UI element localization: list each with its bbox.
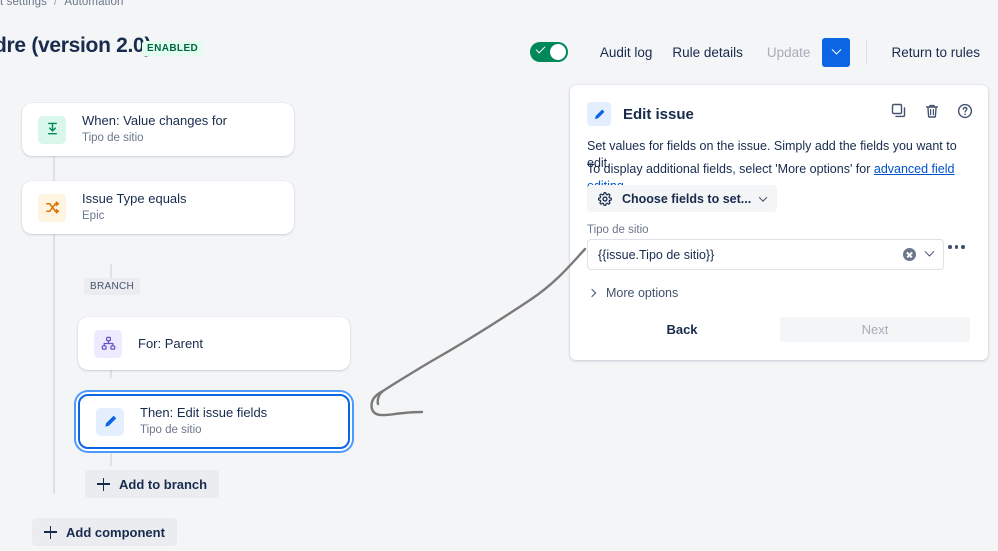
flow-card-subtitle: Epic	[82, 210, 105, 222]
rule-enabled-toggle[interactable]	[529, 42, 568, 62]
more-horizontal-icon[interactable]	[948, 245, 965, 249]
flow-card-subtitle: Tipo de sitio	[140, 424, 202, 436]
update-button[interactable]: Update	[753, 39, 823, 66]
toggle-knob	[549, 44, 566, 60]
rule-details-link[interactable]: Rule details	[672, 44, 743, 60]
add-component-label: Add component	[66, 524, 165, 540]
panel-action-icons	[890, 102, 974, 120]
status-badge: ENABLED	[142, 41, 204, 56]
help-icon[interactable]	[956, 102, 974, 120]
chevron-down-icon[interactable]	[924, 246, 935, 257]
field-label: Tipo de sitio	[587, 224, 649, 236]
gear-icon	[598, 191, 612, 206]
update-dropdown-button[interactable]	[822, 37, 851, 67]
clear-circle-icon[interactable]	[903, 248, 916, 261]
flow-card-branch[interactable]: For: Parent	[78, 317, 350, 370]
more-options-label: More options	[606, 286, 679, 300]
return-to-rules-link[interactable]: Return to rules	[891, 44, 980, 60]
add-to-branch-button[interactable]: Add to branch	[85, 470, 220, 498]
choose-fields-button[interactable]: Choose fields to set...	[587, 185, 778, 212]
toggle-check-icon	[535, 43, 546, 54]
flow-card-action-selected[interactable]: Then: Edit issue fields Tipo de sitio	[78, 394, 350, 449]
header-actions: Audit log Rule details Update Return to …	[529, 36, 990, 68]
more-options-toggle[interactable]: More options	[587, 286, 679, 300]
flow-card-subtitle: Tipo de sitio	[82, 132, 144, 144]
branch-label: BRANCH	[84, 278, 141, 295]
breadcrumb-current[interactable]: Automation	[64, 0, 124, 8]
rule-flow-canvas: When: Value changes for Tipo de sitio Is…	[0, 74, 560, 551]
flow-card-title: Issue Type equals	[82, 191, 187, 206]
connector-line	[53, 234, 55, 494]
plus-icon	[44, 525, 57, 539]
flow-card-trigger[interactable]: When: Value changes for Tipo de sitio	[22, 103, 294, 156]
edit-pencil-icon	[587, 102, 611, 126]
branch-connector-line	[110, 264, 112, 290]
edit-pencil-icon	[96, 407, 124, 436]
header-divider	[866, 39, 868, 65]
breadcrumb[interactable]: t settings / Automation	[0, 0, 124, 8]
add-component-button[interactable]: Add component	[32, 518, 177, 546]
trash-icon[interactable]	[923, 102, 941, 120]
breadcrumb-parent[interactable]: t settings	[0, 0, 48, 8]
panel-description-prefix: To display additional fields, select 'Mo…	[587, 162, 874, 176]
field-value: {{issue.Tipo de sitio}}	[598, 247, 715, 262]
add-to-branch-label: Add to branch	[119, 476, 208, 492]
tipo-de-sitio-input[interactable]: {{issue.Tipo de sitio}}	[587, 239, 944, 270]
flow-card-condition[interactable]: Issue Type equals Epic	[22, 181, 294, 234]
chevron-down-icon	[758, 192, 768, 202]
panel-description-line1: Set values for fields on the issue. Simp…	[587, 139, 957, 170]
condition-shuffle-icon	[38, 193, 66, 222]
flow-card-title: For: Parent	[138, 335, 204, 351]
branch-hierarchy-icon	[94, 329, 122, 358]
back-button[interactable]: Back	[666, 322, 698, 337]
flow-card-title: When: Value changes for	[82, 113, 228, 128]
next-button: Next	[780, 317, 970, 342]
choose-fields-label: Choose fields to set...	[622, 191, 752, 206]
panel-title: Edit issue	[623, 105, 694, 123]
audit-log-link[interactable]: Audit log	[599, 44, 653, 60]
flow-card-title: Then: Edit issue fields	[140, 405, 268, 420]
edit-issue-panel: Edit issue	[570, 85, 988, 360]
duplicate-icon[interactable]	[890, 102, 908, 120]
page-title: dre (version 2.0)	[0, 34, 152, 57]
panel-header: Edit issue	[587, 102, 694, 126]
plus-icon	[97, 477, 110, 491]
trigger-value-change-icon	[38, 115, 66, 144]
breadcrumb-separator: /	[54, 0, 58, 8]
chevron-down-icon	[831, 44, 842, 55]
chevron-right-icon	[587, 288, 597, 298]
connector-line	[53, 156, 55, 192]
rule-header: dre (version 2.0) ENABLED Audit log Rule…	[0, 28, 998, 74]
